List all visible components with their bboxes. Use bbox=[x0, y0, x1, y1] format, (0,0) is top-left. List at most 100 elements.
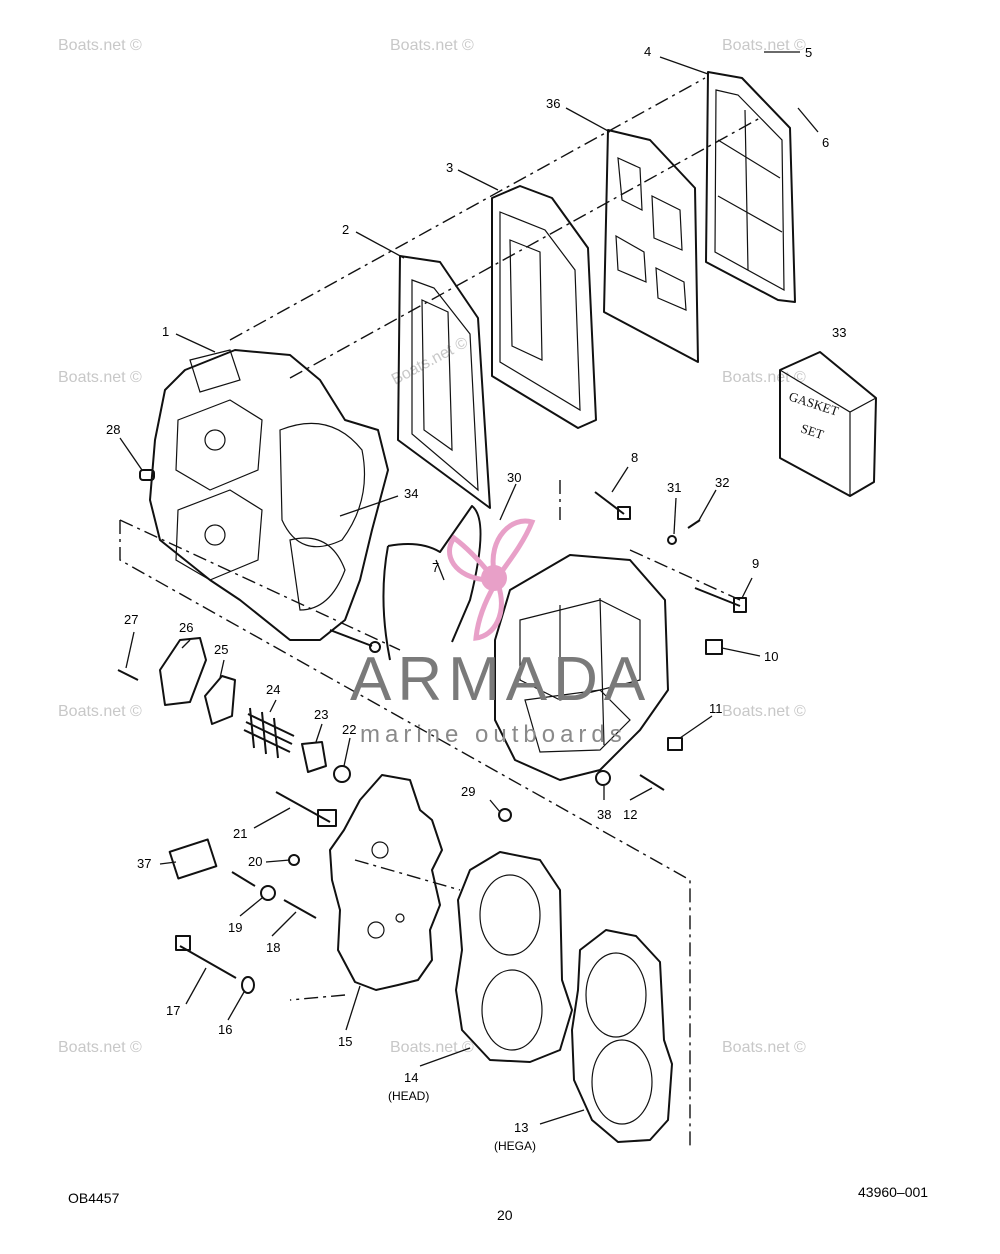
callout-15: 15 bbox=[338, 1034, 352, 1049]
callout-31: 31 bbox=[667, 480, 681, 495]
callout-7: 7 bbox=[432, 560, 439, 575]
propeller-icon bbox=[447, 518, 536, 641]
watermark: Boats.net © bbox=[58, 37, 142, 54]
part-number: 43960–001 bbox=[858, 1184, 929, 1200]
callout-22: 22 bbox=[342, 722, 356, 737]
spark-plug-21 bbox=[275, 791, 331, 823]
cover-bolt-8-head bbox=[617, 506, 631, 520]
callout-13-sub: (HEGA) bbox=[494, 1139, 536, 1153]
bolt-17 bbox=[179, 945, 237, 979]
callout-8: 8 bbox=[631, 450, 638, 465]
callout-30: 30 bbox=[507, 470, 521, 485]
thermostat-23 bbox=[301, 741, 327, 773]
cover-bolt-9-head bbox=[733, 597, 747, 613]
callout-25: 25 bbox=[214, 642, 228, 657]
watermark: Boats.net © bbox=[389, 334, 471, 388]
callout-16: 16 bbox=[218, 1022, 232, 1037]
callout-26: 26 bbox=[179, 620, 193, 635]
seal-wire bbox=[382, 505, 482, 661]
gasket-box-line-1: GASKET bbox=[787, 389, 840, 419]
washer-19 bbox=[260, 885, 276, 901]
cylinder-head bbox=[455, 851, 573, 1063]
plug-38 bbox=[595, 770, 611, 786]
washer-16 bbox=[241, 976, 255, 994]
cover-gasket bbox=[603, 129, 699, 363]
thermostat-gasket bbox=[204, 675, 236, 725]
cover-bolt-9 bbox=[694, 587, 741, 607]
callout-19: 19 bbox=[228, 920, 242, 935]
thermostat-cover bbox=[159, 637, 207, 706]
screw-12 bbox=[639, 774, 665, 791]
callout-33: 33 bbox=[832, 325, 846, 340]
callout-13: 13 bbox=[514, 1120, 528, 1135]
washer-22 bbox=[333, 765, 351, 783]
leader-lines bbox=[119, 51, 819, 1125]
callout-5: 5 bbox=[805, 45, 812, 60]
alignment-lines bbox=[119, 77, 761, 1150]
head-cover bbox=[329, 774, 443, 991]
callout-28: 28 bbox=[106, 422, 120, 437]
cover-bolt-8 bbox=[594, 491, 625, 515]
pin-20 bbox=[231, 871, 256, 887]
watermark: Boats.net © bbox=[390, 1039, 474, 1056]
callout-20: 20 bbox=[248, 854, 262, 869]
callout-29: 29 bbox=[461, 784, 475, 799]
callout-1: 1 bbox=[162, 324, 169, 339]
callout-6: 6 bbox=[822, 135, 829, 150]
callout-10: 10 bbox=[764, 649, 778, 664]
callout-21: 21 bbox=[233, 826, 247, 841]
callout-27: 27 bbox=[124, 612, 138, 627]
exhaust-cover-plate bbox=[705, 71, 796, 303]
callout-38: 38 bbox=[597, 807, 611, 822]
watermark-layer: Boats.net © Boats.net © Boats.net © Boat… bbox=[58, 37, 806, 1056]
callout-23: 23 bbox=[314, 707, 328, 722]
callout-24: 24 bbox=[266, 682, 280, 697]
watermark: Boats.net © bbox=[722, 37, 806, 54]
page-number: 20 bbox=[497, 1207, 513, 1223]
callout-labels: 4 5 6 36 3 2 1 33 28 34 30 8 31 32 7 9 1… bbox=[106, 44, 846, 1153]
block-screw-head bbox=[369, 641, 381, 653]
fitting-10 bbox=[705, 639, 723, 655]
drawing-code: OB4457 bbox=[68, 1190, 120, 1206]
callout-4: 4 bbox=[644, 44, 651, 59]
gasket-box-line-2: SET bbox=[799, 421, 826, 442]
callout-14-sub: (HEAD) bbox=[388, 1089, 429, 1103]
watermark: Boats.net © bbox=[390, 37, 474, 54]
plug-29 bbox=[498, 808, 512, 822]
exhaust-divider-plate bbox=[491, 185, 597, 429]
dowel-pin bbox=[139, 469, 155, 481]
block-screw bbox=[329, 629, 373, 647]
brand-name: ARMADA bbox=[350, 645, 651, 714]
crankcase-cover bbox=[494, 554, 669, 781]
callout-14: 14 bbox=[404, 1070, 418, 1085]
fitting-18 bbox=[283, 899, 317, 919]
callout-12: 12 bbox=[623, 807, 637, 822]
callout-32: 32 bbox=[715, 475, 729, 490]
callout-9: 9 bbox=[752, 556, 759, 571]
watermark: Boats.net © bbox=[58, 1039, 142, 1056]
screw-11 bbox=[667, 737, 683, 751]
screw-20 bbox=[288, 854, 300, 866]
bolt-17-head bbox=[175, 935, 191, 951]
washer-31 bbox=[667, 535, 677, 545]
watermark: Boats.net © bbox=[58, 369, 142, 386]
callout-34: 34 bbox=[404, 486, 418, 501]
armada-logo: ARMADA marine outboards bbox=[350, 518, 651, 748]
callout-2: 2 bbox=[342, 222, 349, 237]
head-gasket bbox=[571, 929, 673, 1143]
watermark: Boats.net © bbox=[722, 703, 806, 720]
thermostat-spring bbox=[243, 707, 295, 759]
brand-tagline: marine outboards bbox=[360, 721, 627, 748]
callout-36: 36 bbox=[546, 96, 560, 111]
exhaust-gasket bbox=[397, 255, 491, 509]
screw-27 bbox=[117, 669, 139, 681]
callout-18: 18 bbox=[266, 940, 280, 955]
callout-17: 17 bbox=[166, 1003, 180, 1018]
callout-3: 3 bbox=[446, 160, 453, 175]
callout-11: 11 bbox=[709, 701, 723, 716]
cylinder-block bbox=[149, 349, 389, 641]
callout-37: 37 bbox=[137, 856, 151, 871]
watermark: Boats.net © bbox=[58, 703, 142, 720]
watermark: Boats.net © bbox=[722, 1039, 806, 1056]
